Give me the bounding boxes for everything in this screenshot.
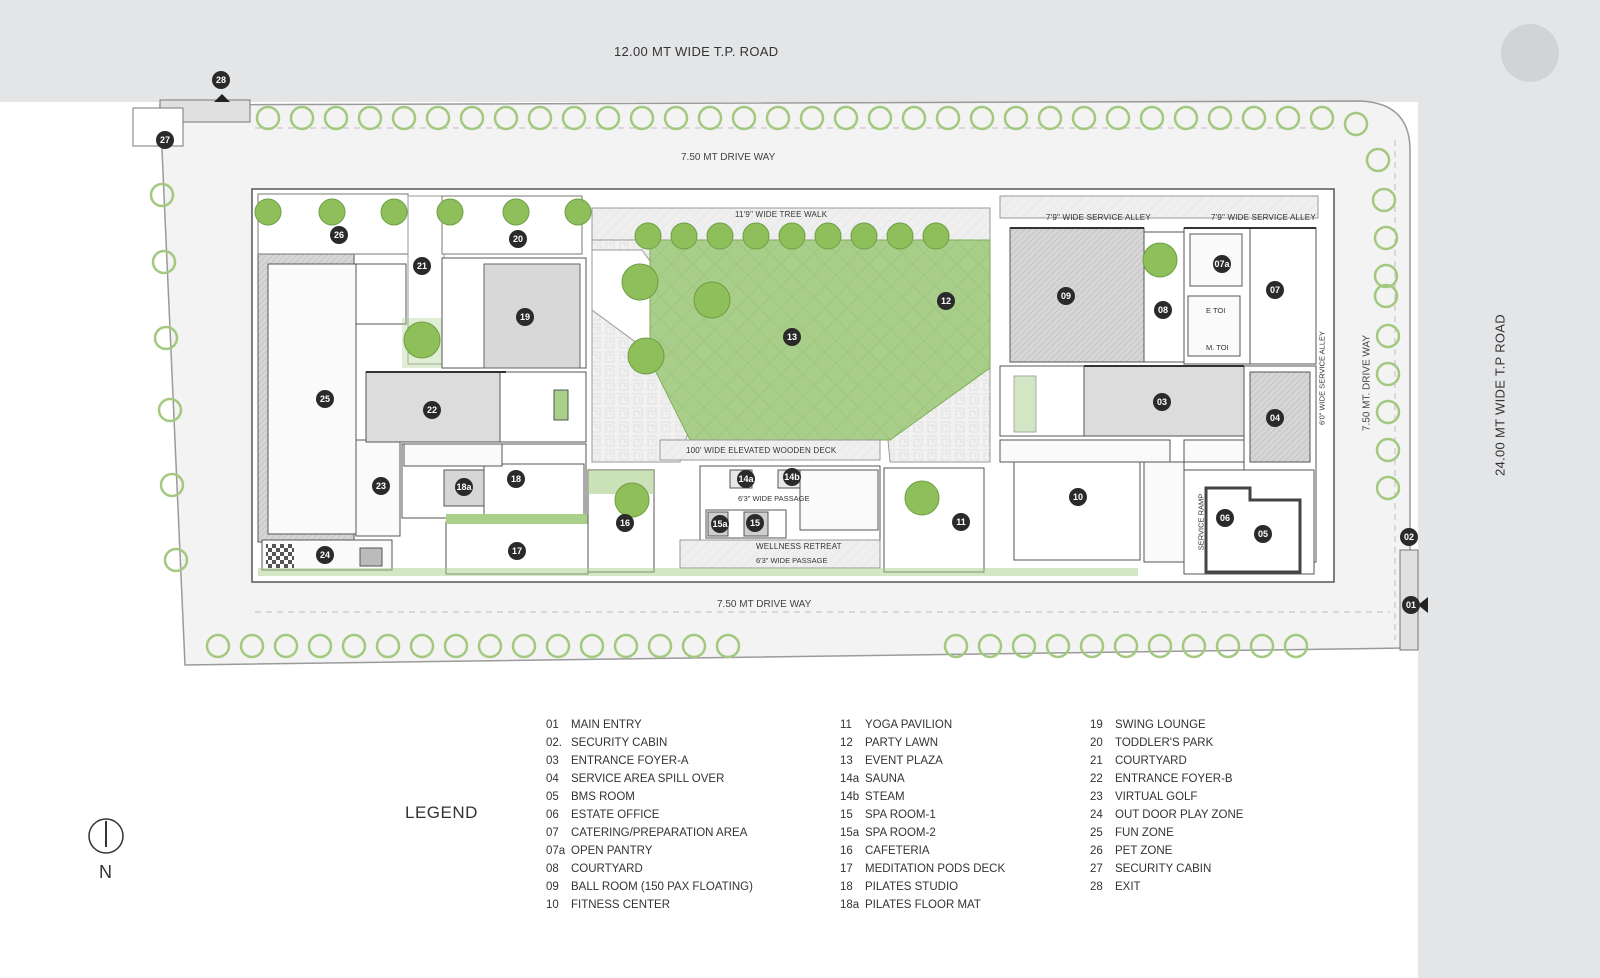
right-road-label: 24.00 MT WIDE T.P ROAD bbox=[1492, 314, 1508, 476]
marker-07a: 07a bbox=[1213, 255, 1231, 273]
top-road-label: 12.00 MT WIDE T.P. ROAD bbox=[614, 44, 779, 59]
marker-21: 21 bbox=[413, 257, 431, 275]
north-label: N bbox=[99, 862, 112, 882]
marker-14a: 14a bbox=[737, 470, 755, 488]
passage-label-2: 6'3" WIDE PASSAGE bbox=[756, 556, 828, 565]
marker-18: 18 bbox=[507, 470, 525, 488]
marker-16: 16 bbox=[616, 514, 634, 532]
marker-19: 19 bbox=[516, 308, 534, 326]
marker-13: 13 bbox=[783, 328, 801, 346]
marker-12: 12 bbox=[937, 292, 955, 310]
service-alley-vertical-label: 6'0" WIDE SERVICE ALLEY bbox=[1317, 331, 1327, 425]
top-driveway-label: 7.50 MT DRIVE WAY bbox=[681, 152, 776, 163]
marker-24: 24 bbox=[316, 546, 334, 564]
marker-04: 04 bbox=[1266, 409, 1284, 427]
perimeter-trees bbox=[149, 105, 1401, 659]
marker-23: 23 bbox=[372, 477, 390, 495]
service-alley-label-1: 7'9" WIDE SERVICE ALLEY bbox=[1046, 213, 1151, 222]
marker-01: 01 bbox=[1402, 596, 1420, 614]
marker-17: 17 bbox=[508, 542, 526, 560]
service-alley-label-2: 7'9" WIDE SERVICE ALLEY bbox=[1211, 213, 1316, 222]
service-ramp-label: SERVICE RAMP bbox=[1196, 493, 1206, 551]
marker-03: 03 bbox=[1153, 393, 1171, 411]
legend-item: 02.SECURITY CABIN bbox=[546, 737, 668, 749]
marker-10: 10 bbox=[1069, 488, 1087, 506]
tree-walk-label: 11'9" WIDE TREE WALK bbox=[735, 210, 828, 219]
marker-14b: 14b bbox=[783, 468, 801, 486]
marker-05: 05 bbox=[1254, 525, 1272, 543]
right-driveway-label: 7.50 MT. DRIVE WAY bbox=[1361, 334, 1373, 432]
marker-11: 11 bbox=[952, 513, 970, 531]
wellness-retreat-label: WELLNESS RETREAT bbox=[756, 542, 842, 551]
marker-06: 06 bbox=[1216, 509, 1234, 527]
right-road bbox=[1418, 0, 1600, 978]
m-toilet-label: M. TOI bbox=[1206, 343, 1229, 352]
corner-circle bbox=[1501, 24, 1559, 82]
marker-27: 27 bbox=[156, 131, 174, 149]
wooden-deck-label: 100' WIDE ELEVATED WOODEN DECK bbox=[686, 446, 837, 455]
bottom-driveway-label: 7.50 MT DRIVE WAY bbox=[717, 599, 812, 610]
marker-09: 09 bbox=[1057, 287, 1075, 305]
legend-title: LEGEND bbox=[405, 803, 478, 822]
marker-18a: 18a bbox=[455, 478, 473, 496]
marker-22: 22 bbox=[423, 401, 441, 419]
north-arrow-icon bbox=[88, 818, 124, 854]
marker-15: 15 bbox=[746, 514, 764, 532]
marker-28: 28 bbox=[212, 71, 230, 89]
top-road bbox=[0, 0, 1600, 102]
marker-02: 02 bbox=[1400, 528, 1418, 546]
marker-07: 07 bbox=[1266, 281, 1284, 299]
e-toilet-label: E TOI bbox=[1206, 306, 1226, 315]
marker-15a: 15a bbox=[711, 515, 729, 533]
marker-08: 08 bbox=[1154, 301, 1172, 319]
marker-26: 26 bbox=[330, 226, 348, 244]
marker-25: 25 bbox=[316, 390, 334, 408]
passage-label-1: 6'3" WIDE PASSAGE bbox=[738, 494, 810, 503]
marker-20: 20 bbox=[509, 230, 527, 248]
